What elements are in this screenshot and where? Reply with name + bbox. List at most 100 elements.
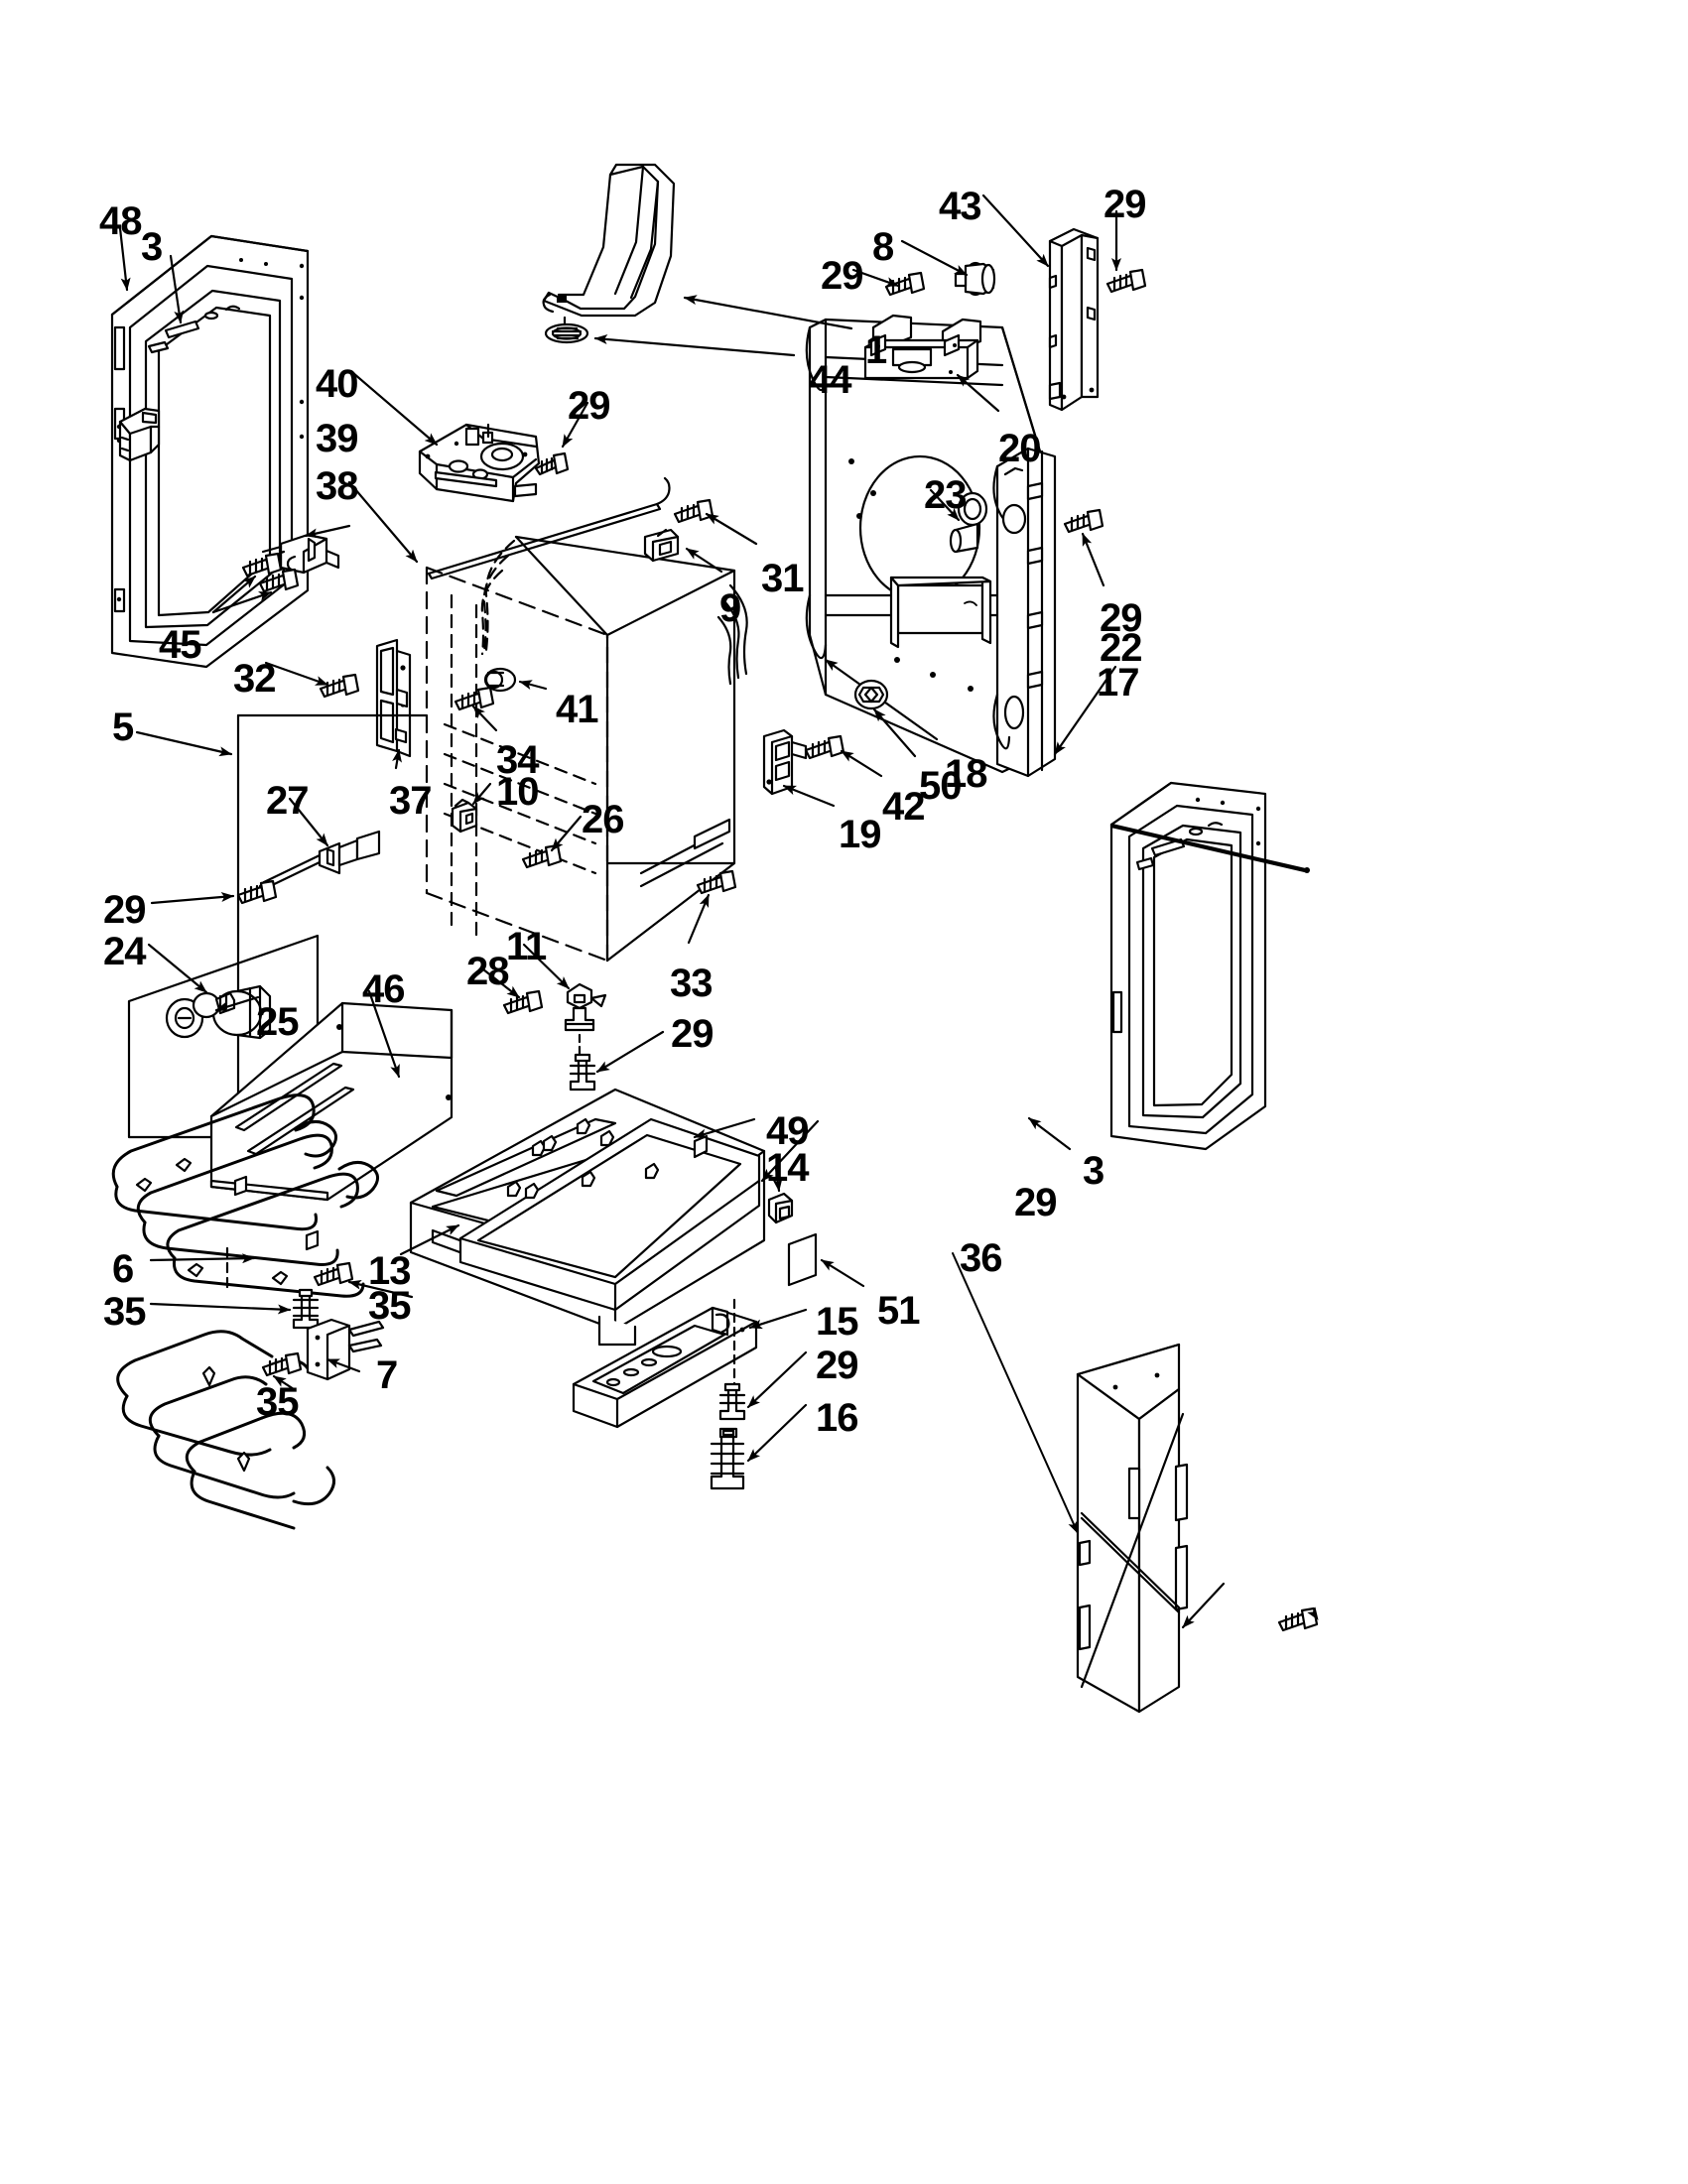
part-screw-29-cover [1105, 268, 1147, 294]
part-oven-bottom-liner [458, 1117, 761, 1312]
part-terminal-block-bracket [863, 333, 979, 380]
callout-22: 22 [1100, 626, 1142, 670]
part-chassis-side-panel [992, 447, 1057, 778]
callout-8: 8 [872, 225, 894, 269]
callout-18: 18 [945, 752, 987, 796]
callout-17: 17 [1097, 661, 1139, 705]
part-hinge-receiver [643, 528, 680, 563]
callout-45: 45 [159, 623, 201, 667]
part-leveling-leg [710, 1427, 745, 1490]
part-screw-33 [696, 869, 737, 895]
callout-3-right: 3 [1083, 1149, 1104, 1193]
callout-1: 1 [865, 328, 887, 372]
callout-13: 13 [368, 1249, 411, 1293]
part-grommet-41 [483, 667, 517, 693]
callout-40: 40 [316, 362, 358, 406]
part-screw-26 [521, 843, 563, 869]
callout-34: 34 [496, 738, 539, 782]
callout-9: 9 [719, 586, 741, 630]
part-screw-42 [804, 734, 845, 760]
part-rear-side-panel [1076, 1343, 1189, 1714]
part-oven-door-handle [542, 163, 676, 344]
callout-24: 24 [103, 930, 146, 973]
callout-44: 44 [809, 358, 851, 402]
callout-5: 5 [112, 706, 134, 749]
callout-35-bake: 35 [103, 1290, 146, 1334]
callout-10: 10 [496, 770, 539, 814]
callout-46: 46 [362, 967, 405, 1011]
part-door-lock-rod [427, 476, 671, 580]
callout-33: 33 [670, 962, 713, 1005]
part-lock-washer-50 [853, 679, 889, 710]
callout-28: 28 [466, 950, 509, 993]
part-screw-32 [319, 673, 360, 699]
callout-51: 51 [877, 1289, 920, 1333]
callout-43: 43 [939, 185, 981, 228]
part-ground-bracket [762, 728, 808, 796]
callout-15: 15 [816, 1300, 858, 1344]
callout-29-motor: 29 [568, 384, 610, 428]
callout-29-side-panel: 29 [1014, 1181, 1057, 1224]
callout-35-broil: 35 [256, 1380, 299, 1424]
callout-11: 11 [506, 925, 547, 968]
callout-25: 25 [256, 1000, 299, 1044]
part-front-trim-rail [572, 1298, 758, 1429]
callout-14: 14 [766, 1146, 809, 1190]
callout-29-rail-side: 29 [1100, 596, 1142, 640]
callout-16: 16 [816, 1396, 858, 1440]
part-screw-28 [502, 989, 544, 1015]
callout-29-cover: 29 [1104, 183, 1146, 226]
callout-32: 32 [233, 657, 276, 701]
callout-31: 31 [761, 557, 804, 600]
part-wire-clip-14 [767, 1192, 794, 1224]
part-door-liner-right [1109, 781, 1310, 1151]
part-leveling-leg-nut [564, 982, 607, 1064]
part-serial-rating-plate [787, 1232, 818, 1287]
callout-26: 26 [582, 798, 624, 841]
callout-38: 38 [316, 464, 358, 508]
part-door-lock-motor-assembly [418, 423, 541, 503]
part-strain-relief-bushing [954, 261, 996, 297]
part-rear-access-cover [1048, 227, 1100, 412]
part-screw-29-rear-panel [1277, 1606, 1319, 1632]
part-screw-29-side [1063, 508, 1104, 534]
callout-39: 39 [316, 417, 358, 460]
callout-27: 27 [266, 779, 309, 823]
part-screws-45 [241, 552, 300, 593]
part-door-hinge-bracket [118, 407, 161, 462]
part-wire-retainer-clip [451, 798, 478, 834]
part-screw-29-rail [718, 1382, 746, 1421]
callout-7: 7 [376, 1353, 398, 1397]
callout-19: 19 [839, 813, 881, 856]
callout-23: 23 [924, 473, 967, 517]
part-bolt-35-broil [261, 1351, 303, 1377]
callout-3-left: 3 [141, 225, 163, 269]
part-screw-34 [454, 686, 495, 711]
part-bake-element [111, 1093, 379, 1298]
callout-37: 37 [389, 779, 432, 823]
callout-29-rail: 29 [816, 1344, 858, 1387]
callout-29-bottom: 29 [671, 1012, 714, 1056]
callout-35-mid: 35 [368, 1284, 411, 1328]
part-bolt-35-bake [292, 1288, 320, 1330]
callout-29-strain: 29 [821, 254, 863, 298]
part-bolt-35-right [313, 1261, 354, 1287]
part-oven-sensor-probe [258, 830, 381, 893]
callout-20: 20 [998, 427, 1041, 470]
part-screw-29-sensor [236, 879, 278, 905]
callout-36: 36 [960, 1236, 1002, 1280]
callout-41: 41 [556, 688, 598, 731]
part-screw-29-motor [534, 451, 570, 476]
part-door-switch-bracket [375, 638, 412, 758]
part-screw-29-base [569, 1053, 596, 1092]
callout-48: 48 [99, 199, 142, 243]
callout-42: 42 [882, 785, 925, 829]
part-broil-element [116, 1318, 385, 1530]
callout-50: 50 [919, 764, 962, 808]
callout-6: 6 [112, 1247, 134, 1291]
callout-49: 49 [766, 1109, 809, 1153]
part-screw-31 [673, 498, 714, 524]
part-oven-cavity-solid [443, 535, 748, 963]
